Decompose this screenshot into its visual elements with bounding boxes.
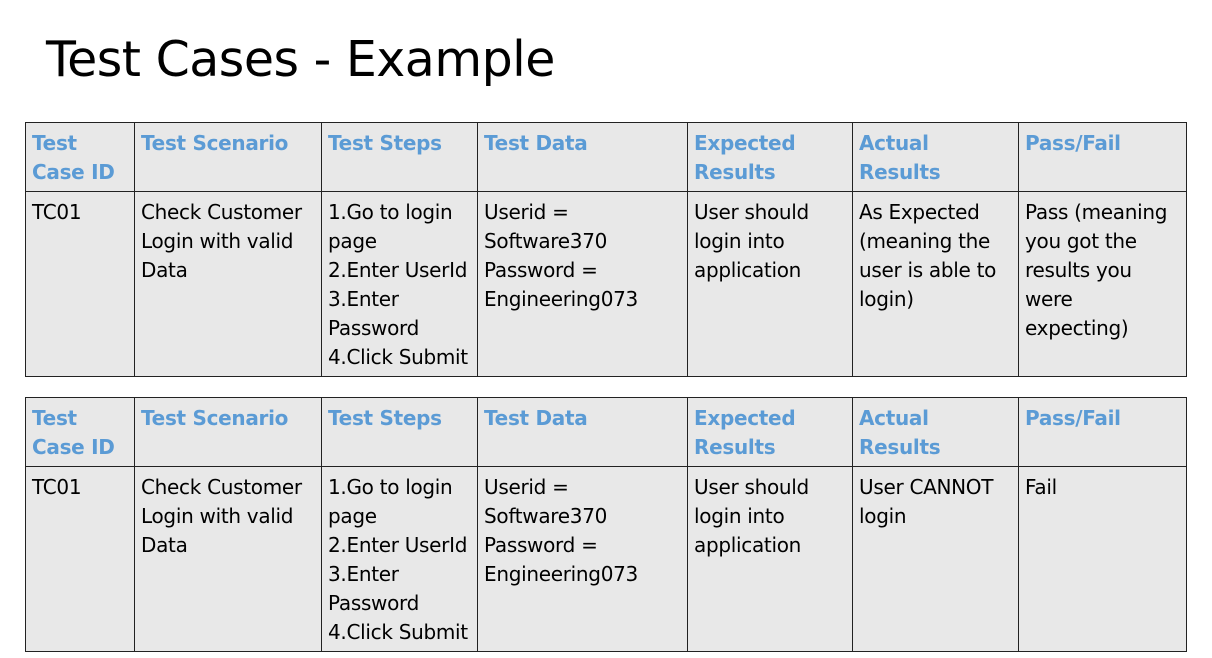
header-test-data: Test Data xyxy=(477,397,688,467)
page-title: Test Cases - Example xyxy=(46,31,555,88)
table-row: TC01 Check Customer Login with valid Dat… xyxy=(25,466,1187,652)
cell-test-scenario: Check Customer Login with valid Data xyxy=(134,191,322,377)
header-test-steps: Test Steps xyxy=(321,122,478,192)
cell-pass-fail: Pass (meaning you got the results you we… xyxy=(1018,191,1187,377)
cell-actual-results: User CANNOT login xyxy=(852,466,1019,652)
cell-test-steps: 1.Go to login page 2.Enter UserId 3.Ente… xyxy=(321,466,478,652)
header-expected-results: Expected Results xyxy=(687,122,853,192)
header-pass-fail: Pass/Fail xyxy=(1018,122,1187,192)
cell-test-case-id: TC01 xyxy=(25,191,135,377)
cell-test-steps: 1.Go to login page 2.Enter UserId 3.Ente… xyxy=(321,191,478,377)
header-actual-results: Actual Results xyxy=(852,122,1019,192)
header-test-steps: Test Steps xyxy=(321,397,478,467)
table-header-row: Test Case ID Test Scenario Test Steps Te… xyxy=(25,122,1187,192)
header-pass-fail: Pass/Fail xyxy=(1018,397,1187,467)
cell-pass-fail: Fail xyxy=(1018,466,1187,652)
cell-test-data: Userid = Software370 Password = Engineer… xyxy=(477,466,688,652)
table-header-row: Test Case ID Test Scenario Test Steps Te… xyxy=(25,397,1187,467)
table-row: TC01 Check Customer Login with valid Dat… xyxy=(25,191,1187,377)
test-case-table-pass: Test Case ID Test Scenario Test Steps Te… xyxy=(25,122,1187,377)
header-test-scenario: Test Scenario xyxy=(134,397,322,467)
header-test-case-id: Test Case ID xyxy=(25,122,135,192)
cell-test-data: Userid = Software370 Password = Engineer… xyxy=(477,191,688,377)
header-test-case-id: Test Case ID xyxy=(25,397,135,467)
header-actual-results: Actual Results xyxy=(852,397,1019,467)
cell-actual-results: As Expected (meaning the user is able to… xyxy=(852,191,1019,377)
cell-test-scenario: Check Customer Login with valid Data xyxy=(134,466,322,652)
header-test-scenario: Test Scenario xyxy=(134,122,322,192)
cell-expected-results: User should login into application xyxy=(687,466,853,652)
header-expected-results: Expected Results xyxy=(687,397,853,467)
cell-expected-results: User should login into application xyxy=(687,191,853,377)
header-test-data: Test Data xyxy=(477,122,688,192)
test-case-table-fail: Test Case ID Test Scenario Test Steps Te… xyxy=(25,397,1187,652)
cell-test-case-id: TC01 xyxy=(25,466,135,652)
